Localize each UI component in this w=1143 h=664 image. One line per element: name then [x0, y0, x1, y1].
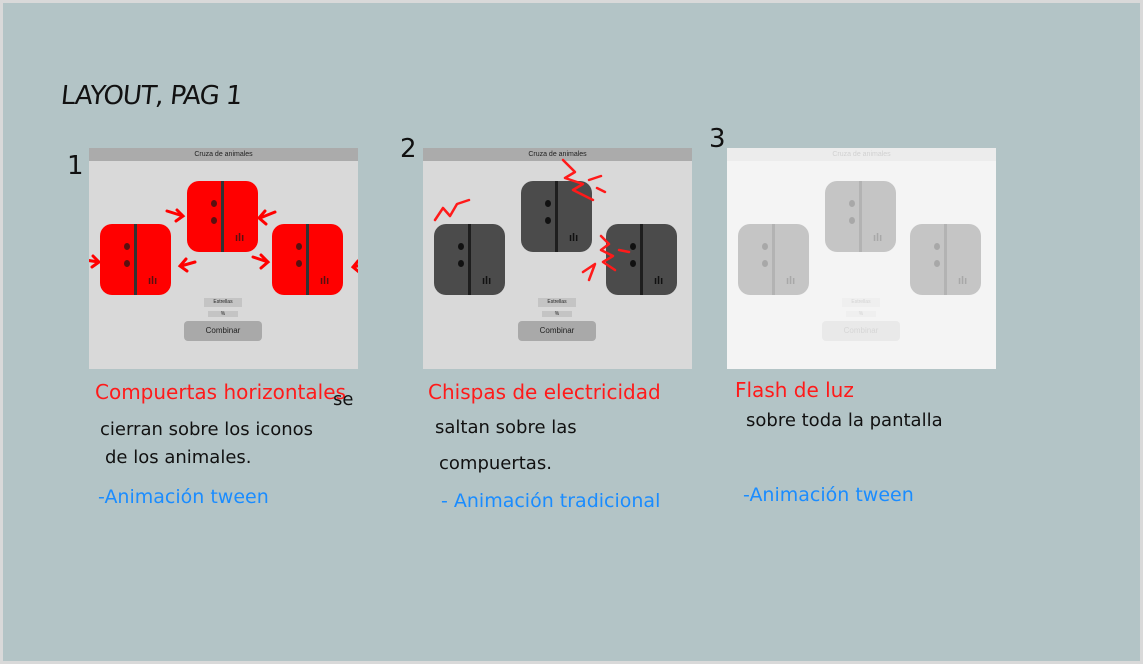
percent-label: %: [846, 311, 876, 317]
frame-3-note-technique: -Animación tween: [743, 484, 914, 506]
frame-1-note-title: Compuertas horizontales: [95, 380, 346, 404]
page-title: LAYOUT, PAG 1: [59, 81, 244, 111]
animal-gate-top[interactable]: ılı: [521, 181, 592, 252]
window-title: Cruza de animales: [89, 148, 358, 161]
animal-gate-left[interactable]: ılı: [738, 224, 809, 295]
closing-arrows-icon: [89, 208, 358, 274]
percent-label: %: [542, 311, 572, 317]
frame-2-note-title: Chispas de electricidad: [428, 380, 661, 404]
frame-2-number: 2: [400, 134, 417, 164]
animal-gate-top[interactable]: ılı: [187, 181, 258, 252]
combine-button[interactable]: Combinar: [518, 321, 596, 341]
percent-label: %: [208, 311, 238, 317]
animal-gate-right[interactable]: ılı: [910, 224, 981, 295]
animal-gate-left[interactable]: ılı: [434, 224, 505, 295]
frame-1-note-line2: cierran sobre los iconos: [100, 419, 314, 440]
electric-sparks-icon: [433, 158, 631, 282]
bars-icon: ılı: [873, 232, 883, 244]
bars-icon: ılı: [320, 275, 330, 287]
frame-1-note-tail: se: [333, 389, 354, 410]
frame-3-note-line2: sobre toda la pantalla: [746, 410, 943, 431]
frame-2-note-line2: saltan sobre las: [435, 417, 577, 438]
bars-icon: ılı: [235, 232, 245, 244]
frame-1-number: 1: [67, 151, 84, 181]
frame-2-mockup: Cruza de animales ılı ılı ılı Estrellas …: [423, 148, 692, 369]
light-flash-overlay: [727, 148, 996, 369]
bars-icon: ılı: [958, 275, 968, 287]
frame-3-mockup: Cruza de animales ılı ılı ılı Estrellas …: [727, 148, 996, 369]
bars-icon: ılı: [569, 232, 579, 244]
frame-2-note-technique: - Animación tradicional: [441, 490, 661, 512]
stars-label: Estrellas: [842, 298, 880, 307]
bars-icon: ılı: [786, 275, 796, 287]
frame-1-mockup: Cruza de animales ılı ılı ılı Estrellas …: [89, 148, 358, 369]
window-title: Cruza de animales: [727, 148, 996, 161]
stars-label: Estrellas: [204, 298, 242, 307]
animal-gate-right[interactable]: ılı: [272, 224, 343, 295]
window-title: Cruza de animales: [423, 148, 692, 161]
bars-icon: ılı: [148, 275, 158, 287]
frame-3-number: 3: [709, 124, 726, 154]
animal-gate-top[interactable]: ılı: [825, 181, 896, 252]
frame-2-note-line3: compuertas.: [439, 453, 552, 474]
frame-1-note-technique: -Animación tween: [98, 486, 269, 508]
combine-button[interactable]: Combinar: [822, 321, 900, 341]
stars-label: Estrellas: [538, 298, 576, 307]
sketch-board: LAYOUT, PAG 1 1 Cruza de animales ılı ıl…: [3, 3, 1140, 661]
bars-icon: ılı: [482, 275, 492, 287]
bars-icon: ılı: [654, 275, 664, 287]
combine-button[interactable]: Combinar: [184, 321, 262, 341]
animal-gate-left[interactable]: ılı: [100, 224, 171, 295]
frame-3-note-title: Flash de luz: [735, 378, 854, 402]
frame-1-note-line3: de los animales.: [105, 447, 252, 468]
animal-gate-right[interactable]: ılı: [606, 224, 677, 295]
